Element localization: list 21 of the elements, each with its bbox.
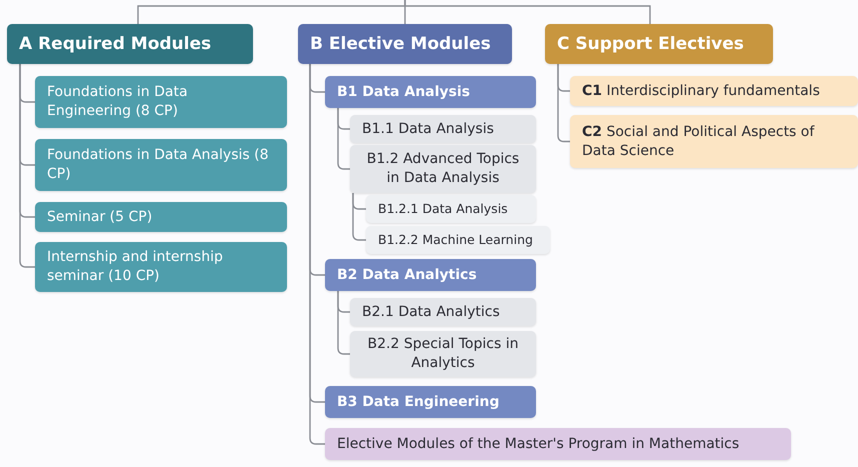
connector-line <box>404 0 651 24</box>
module-group-box: B3 Data Engineering <box>325 386 536 418</box>
module-box: C2 Social and Political Aspects of Data Science <box>570 115 858 168</box>
category-header: B Elective Modules <box>298 24 512 64</box>
module-box: Seminar (5 CP) <box>35 202 287 232</box>
module-box: B2.1 Data Analytics <box>350 298 536 326</box>
module-group-box: B1 Data Analysis <box>325 76 536 108</box>
module-box: Foundations in Data Engineering (8 CP) <box>35 76 287 128</box>
module-box: B1.2 Advanced Topics in Data Analysis <box>350 145 536 193</box>
module-box: B2.2 Special Topics in Analytics <box>350 331 536 377</box>
module-box: Elective Modules of the Master's Program in Mathematics <box>325 428 791 460</box>
module-box: B1.2.2 Machine Learning <box>366 226 550 254</box>
module-box: Internship and internship seminar (10 CP) <box>35 242 287 292</box>
module-box: B1.1 Data Analysis <box>350 115 536 143</box>
module-group-box: B2 Data Analytics <box>325 259 536 291</box>
category-header: C Support Electives <box>545 24 773 64</box>
connector-line <box>19 64 35 268</box>
category-header: A Required Modules <box>7 24 253 64</box>
module-box: B1.2.1 Data Analysis <box>366 195 536 223</box>
module-box: C1 Interdisciplinary fundamentals <box>570 76 858 106</box>
module-box: Foundations in Data Analysis (8 CP) <box>35 139 287 191</box>
